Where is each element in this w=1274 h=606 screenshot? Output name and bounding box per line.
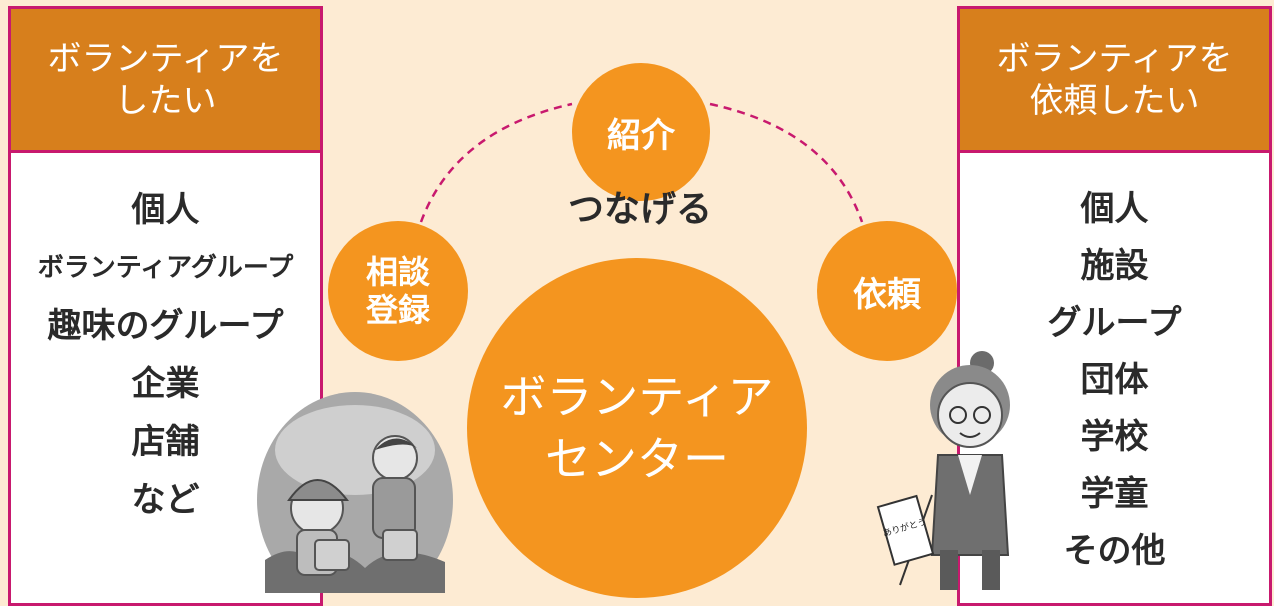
- volunteer-requesting-panel: ボランティアを 依頼したい 個人 施設 グループ 団体 学校 学童 その他: [957, 6, 1272, 606]
- panel-list: 個人 施設 グループ 団体 学校 学童 その他: [960, 153, 1269, 580]
- list-item: 団体: [1080, 360, 1149, 400]
- list-item: 企業: [131, 364, 200, 404]
- arc-consult-to-intro: [419, 102, 573, 223]
- consult-register-circle: 相談 登録: [328, 221, 468, 361]
- list-item: 学童: [1080, 474, 1149, 514]
- list-item: ボランティアグループ: [37, 253, 294, 283]
- panel-title: ボランティアを 依頼したい: [960, 9, 1269, 153]
- list-item: 学校: [1080, 417, 1149, 457]
- list-item: 趣味のグループ: [47, 306, 284, 346]
- list-item: グループ: [1047, 303, 1182, 343]
- list-item: 個人: [1080, 189, 1149, 229]
- list-item: その他: [1063, 531, 1166, 571]
- intro-circle: 紹介: [572, 63, 710, 201]
- list-item: 施設: [1080, 246, 1149, 286]
- connection-arcs: [419, 102, 864, 223]
- flag: ありがとう: [876, 494, 935, 566]
- connect-label: つなげる: [567, 189, 712, 230]
- panel-list: 個人 ボランティアグループ 趣味のグループ 企業 店舗 など: [11, 153, 320, 529]
- list-item: 個人: [131, 190, 200, 230]
- panel-title: ボランティアを したい: [11, 9, 320, 153]
- volunteer-center-circle: ボランティア センター: [467, 258, 807, 598]
- request-circle: 依頼: [817, 221, 957, 361]
- list-item: など: [131, 480, 200, 520]
- list-item: 店舗: [131, 422, 200, 462]
- arc-intro-to-request: [709, 102, 864, 223]
- woman-with-flag-illustration: ありがとう: [876, 351, 1010, 590]
- children-gardening-illustration: [257, 392, 453, 593]
- volunteer-wanting-panel: ボランティアを したい 個人 ボランティアグループ 趣味のグループ 企業 店舗 …: [8, 6, 323, 606]
